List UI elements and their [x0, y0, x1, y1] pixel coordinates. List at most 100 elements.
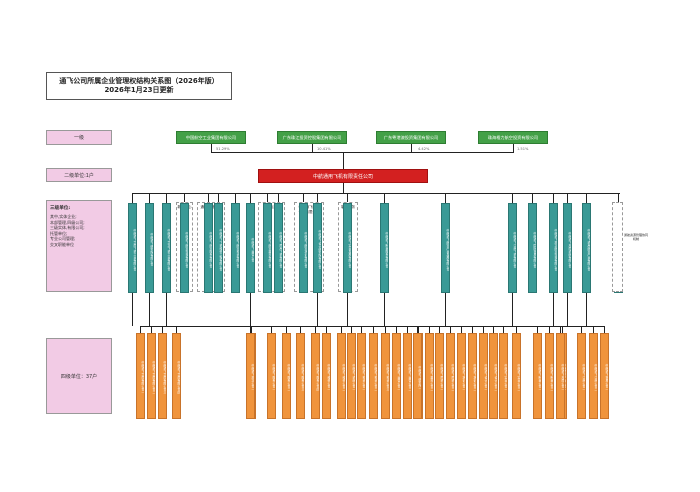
level4-unit: 中航通飞投资公司二 [369, 333, 378, 419]
connector-line [267, 193, 268, 203]
level4-unit: 中航通飞研究所一 [413, 333, 422, 419]
level1-unit: 广东珠江投资控股集团有限公司 [277, 131, 347, 144]
level4-unit-label: 中航通飞民机公司二 [451, 364, 454, 391]
level4-unit: 中航通飞江西公司二 [589, 333, 598, 419]
connector-line [300, 326, 301, 333]
level3-unit: 中航通飞航空服务有限公司 [204, 203, 213, 293]
level4-unit-label: 中航通飞运营公司一 [397, 364, 400, 391]
connector-line [604, 326, 605, 333]
level4-unit-label: 中航通飞华南有限公司三 [163, 361, 166, 394]
level1-share-pct: 1.51% [517, 147, 529, 151]
connector-line [176, 326, 177, 333]
level3-note: 通航资源管理协同机制 [624, 233, 649, 241]
connector-line [618, 193, 619, 203]
connector-line [251, 326, 252, 333]
level3-unit-label: 中航通飞华南飞机工业有限公司 [133, 228, 136, 271]
level3-unit-label: 中航通飞航空科技有限公司 [185, 231, 188, 268]
connector-line [549, 326, 550, 333]
level3-unit-label: 中航通飞海南通航有限公司 [568, 231, 571, 268]
level4-unit: 中航通飞设计公司一 [479, 333, 488, 419]
level3-unit: 中航通飞华北飞机工业有限公司 [162, 203, 171, 293]
connector-line [385, 326, 386, 333]
connector-line [140, 326, 141, 333]
level3-unit-label: 中航通飞飞机维修工程有限公司 [219, 228, 222, 271]
connector-line [326, 326, 327, 333]
connector-line [562, 326, 563, 333]
level4-unit: 中航通飞海南公司一 [556, 333, 565, 419]
connector-line [312, 144, 313, 152]
level3-unit-label: 中航通飞航空投资有限公司 [236, 231, 239, 268]
connector-line [567, 193, 568, 203]
connector-line [343, 183, 344, 193]
connector-line [132, 193, 620, 194]
row-label-level3-notes: 其中,实体企业; 本部管理,四级公司; 三级实体,有限公司; 托管单位; 专业公… [50, 214, 85, 247]
connector-line [513, 144, 514, 152]
connector-line [140, 326, 605, 327]
connector-line [384, 293, 385, 326]
connector-line [250, 293, 251, 326]
diagram-update-date: 2026年1月23日更新 [104, 86, 174, 94]
level4-unit-label: 中航通飞设计公司一 [484, 364, 487, 391]
level3-unit-label: 中航通飞研究院有限公司 [150, 233, 153, 266]
level4-unit-label: 中航通飞服务公司三 [301, 364, 304, 391]
level3-group-title: 中航通飞研发 设计有限公司 [298, 205, 320, 214]
level4-unit: 中航通飞通航公司一 [347, 333, 356, 419]
connector-line [341, 326, 342, 333]
level4-unit-label: 中航通飞投资公司三 [386, 364, 389, 391]
level3-unit: 中航通飞航空投资有限公司 [231, 203, 240, 293]
level1-share-pct: 51.29% [216, 147, 230, 151]
level4-unit: 中航通飞服务公司一 [267, 333, 276, 419]
level4-unit: 中航通飞服务公司三 [296, 333, 305, 419]
level4-unit-label: 中航通飞华南有限公司二 [152, 361, 155, 394]
level4-unit-label: 中航通飞江西公司二 [594, 364, 597, 391]
level3-unit: 中航通飞运营公司 [246, 203, 255, 293]
connector-line [586, 293, 587, 326]
level3-unit: 中航通飞通用航空产业有限公司 [582, 203, 591, 293]
level4-unit-label: 中航通飞实业公司二 [517, 364, 520, 391]
level4-unit-label: 中航通飞华南有限公司一 [141, 361, 144, 394]
level4-unit-label: 中航通飞民机公司一 [440, 364, 443, 391]
connector-line [472, 326, 473, 333]
level4-unit-label: 中航通飞培训公司二 [473, 364, 476, 391]
level4-unit: 中航通飞服务公司四 [311, 333, 320, 419]
level4-unit: 中航通飞运营公司一 [392, 333, 401, 419]
level3-unit-label: 中航通飞民用飞机有限公司 [279, 231, 282, 268]
connector-line [418, 326, 419, 333]
connector-line [537, 326, 538, 333]
level4-unit: 中航通飞制造公司二 [545, 333, 554, 419]
level1-unit: 广东粤港澳投资集团有限公司 [376, 131, 446, 144]
level4-unit: 中航通飞华南有限公司一 [136, 333, 145, 419]
connector-line [303, 193, 304, 203]
level4-unit: 中航通飞华南有限公司三 [158, 333, 167, 419]
level4-unit-label: 中航通飞器材公司二 [430, 364, 433, 391]
connector-line [347, 193, 348, 203]
connector-line [516, 326, 517, 333]
level2-unit: 中航通用飞机有限责任公司 [258, 169, 428, 183]
level4-unit: 中航通飞实业公司一 [499, 333, 508, 419]
level4-unit-label: 中航通飞贸易公司一 [605, 364, 608, 391]
level3-unit-label: 中航通飞制造服务有限公司 [385, 231, 388, 268]
level3-unit: 中航通飞研究院有限公司 [145, 203, 154, 293]
connector-line [351, 326, 352, 333]
level3-note-box [612, 202, 623, 292]
level3-unit: 中航通飞湖北航空科技有限公司 [549, 203, 558, 293]
level4-unit-label: 中航通飞投资公司一 [362, 364, 365, 391]
level3-unit-label: 中航通飞江西飞机有限公司 [513, 231, 516, 268]
connector-line [493, 326, 494, 333]
row-label-level3-title: 三级单位: [50, 206, 71, 211]
connector-line [250, 326, 251, 333]
connector-line [396, 326, 397, 333]
level3-unit: 中航通飞航空培训有限公司 [299, 203, 308, 293]
connector-line [132, 193, 133, 203]
connector-line [512, 193, 513, 203]
connector-line [149, 193, 150, 203]
connector-line [211, 152, 514, 153]
connector-line [567, 293, 568, 326]
level4-unit: 中航通飞器材公司二 [425, 333, 434, 419]
level4-unit-label: 中航通飞培训公司一 [462, 364, 465, 391]
row-label-level4: 四级单位：37户 [46, 338, 112, 414]
connector-line [361, 326, 362, 333]
row-label-level3 [46, 200, 112, 292]
connector-line [512, 293, 513, 326]
